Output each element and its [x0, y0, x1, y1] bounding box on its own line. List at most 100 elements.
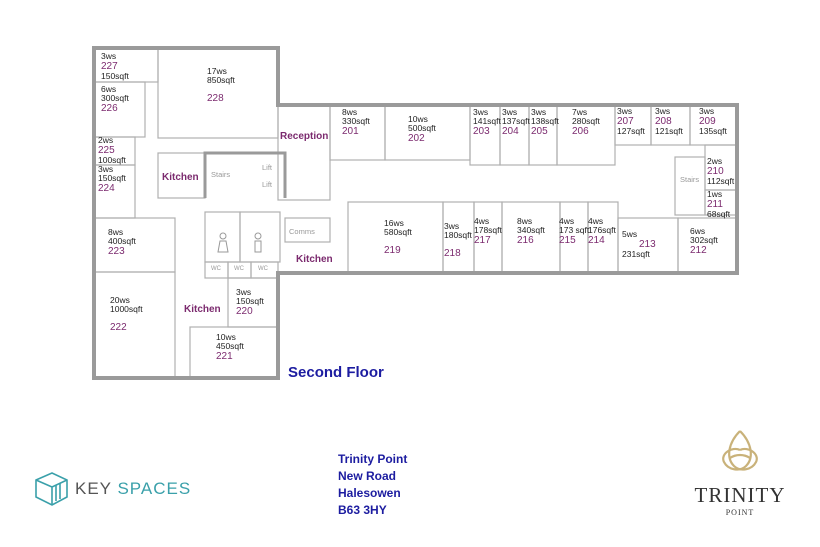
room-sqft: 580sqft: [384, 227, 412, 237]
room-number: 221: [216, 351, 233, 362]
room-ws: 7ws: [572, 107, 588, 117]
room-ws: 8ws: [108, 227, 124, 237]
room-number: 203: [473, 126, 490, 137]
room-number: 206: [572, 126, 589, 137]
wc-label: WC: [258, 266, 268, 272]
room-sqft: 850sqft: [207, 75, 235, 85]
room-number: 227: [101, 61, 118, 72]
trinity-wordmark: TRINITY: [694, 483, 786, 507]
room-number: 209: [699, 116, 716, 127]
room-sqft: 173 sqft: [559, 225, 590, 235]
cube-icon: [35, 472, 68, 506]
kitchen-label: Kitchen: [162, 172, 199, 183]
key-spaces-word1: KEY: [75, 479, 112, 498]
room-sqft: 400sqft: [108, 236, 136, 246]
stairs-label: Stairs: [680, 175, 700, 184]
wc-label: WC: [211, 266, 221, 272]
point-wordmark: POINT: [725, 508, 755, 517]
room-sqft: 280sqft: [572, 116, 600, 126]
trinity-knot-icon: [722, 430, 758, 471]
room-sqft: 112sqft: [707, 176, 735, 186]
floor-title: Second Floor: [288, 364, 384, 381]
room-number: 211: [707, 199, 723, 210]
room-number: 217: [474, 235, 491, 246]
room-number: 215: [559, 235, 576, 246]
wc-label: WC: [234, 266, 244, 272]
room-sqft: 68sqft: [707, 209, 731, 219]
room-ws: 10ws: [216, 332, 236, 342]
room-number: 225: [98, 145, 115, 156]
room-ws: 6ws: [690, 226, 706, 236]
room-ws: 8ws: [517, 216, 533, 226]
room-ws: 2ws: [98, 135, 114, 145]
room-number: 218: [444, 248, 461, 259]
kitchen-label: Kitchen: [296, 254, 333, 265]
key-spaces-logo: KEY SPACES: [32, 470, 191, 508]
room-number: 205: [531, 126, 548, 137]
room-sqft: 330sqft: [342, 116, 370, 126]
trinity-point-logo: TRINITY POINT: [685, 428, 795, 517]
room-ws: 6ws: [101, 84, 117, 94]
lift-label: Lift: [262, 163, 273, 172]
room-sqft: 500sqft: [408, 123, 436, 133]
room-sqft: 150sqft: [236, 296, 264, 306]
room-sqft: 141sqft: [473, 116, 501, 126]
room-sqft: 137sqft: [502, 116, 530, 126]
room-number: 222: [110, 322, 127, 333]
room-sqft: 1000sqft: [110, 304, 143, 314]
room-ws: 4ws: [474, 216, 490, 226]
room-ws: 3ws: [98, 164, 114, 174]
room-ws: 20ws: [110, 295, 130, 305]
stairs-label: Stairs: [211, 170, 231, 179]
room-number: 223: [108, 246, 125, 257]
key-spaces-word2: SPACES: [117, 479, 192, 498]
reception-label: Reception: [280, 131, 329, 142]
room-number: 220: [236, 306, 253, 317]
address-line: New Road: [338, 469, 397, 483]
room-ws: 3ws: [655, 106, 671, 116]
room-ws: 3ws: [101, 51, 117, 61]
room-ws: 8ws: [342, 107, 358, 117]
room-ws: 17ws: [207, 66, 227, 76]
room-number: 212: [690, 245, 707, 256]
address-line: Trinity Point: [338, 452, 408, 466]
room-sqft: 127sqft: [617, 126, 645, 136]
room-number: 202: [408, 133, 425, 144]
room-sqft: 135sqft: [699, 126, 727, 136]
room-sqft: 180sqft: [444, 230, 472, 240]
room-sqft: 138sqft: [531, 116, 559, 126]
room-ws: 3ws: [699, 106, 715, 116]
room-number: 226: [101, 103, 118, 114]
kitchen-label: Kitchen: [184, 304, 221, 315]
room-ws: 3ws: [473, 107, 489, 117]
room-sqft: 121sqft: [655, 126, 683, 136]
room-number: 213: [639, 239, 656, 250]
room-sqft: 176sqft: [588, 225, 616, 235]
room-number: 214: [588, 235, 605, 246]
room-ws: 16ws: [384, 218, 404, 228]
room-sqft: 100sqft: [98, 155, 126, 165]
room-ws: 4ws: [588, 216, 604, 226]
room-number: 201: [342, 126, 359, 137]
address-line: B63 3HY: [338, 503, 387, 517]
room-ws: 4ws: [559, 216, 575, 226]
room-sqft: 300sqft: [101, 93, 129, 103]
room-number: 208: [655, 116, 672, 127]
address-line: Halesowen: [338, 486, 401, 500]
